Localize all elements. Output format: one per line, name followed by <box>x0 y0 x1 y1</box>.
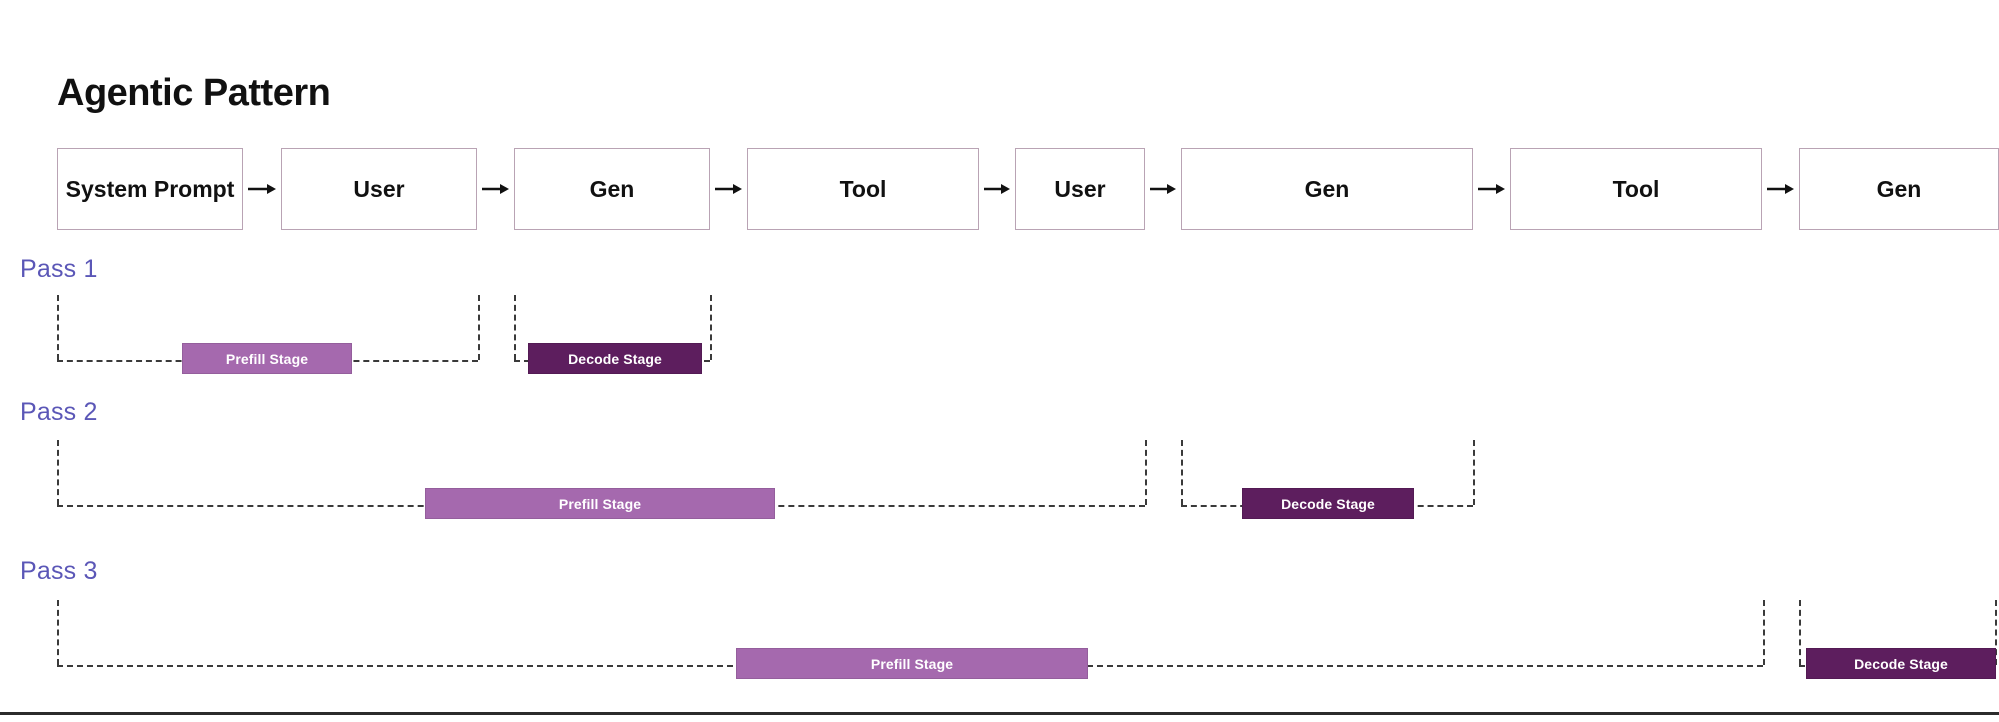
sequence-box-label: Tool <box>1612 175 1660 202</box>
arrow-right-icon <box>1478 184 1505 194</box>
pass-label-1: Pass 1 <box>20 255 98 283</box>
sequence-box-system-prompt-0[interactable]: System Prompt <box>57 148 243 230</box>
sequence-box-gen-7[interactable]: Gen <box>1799 148 1999 230</box>
bracket-pass-3-decode-right-tick <box>1995 600 1997 665</box>
bracket-pass-1-prefill-right-tick <box>478 295 480 360</box>
bracket-pass-2-decode-right-tick <box>1473 440 1475 505</box>
sequence-box-label: Gen <box>1304 175 1350 202</box>
stage-bar-label: Prefill Stage <box>870 655 954 672</box>
arrow-right-icon <box>984 184 1010 194</box>
stage-bar-label: Prefill Stage <box>225 350 309 367</box>
sequence-box-user-1[interactable]: User <box>281 148 477 230</box>
bracket-pass-2-decode-left-tick <box>1181 440 1183 505</box>
sequence-box-label: Tool <box>839 175 887 202</box>
sequence-box-tool-3[interactable]: Tool <box>747 148 979 230</box>
stage-bar-label: Decode Stage <box>1281 495 1375 512</box>
stage-bar-prefill-pass-1[interactable]: Prefill Stage <box>182 343 352 374</box>
sequence-row: System Prompt User Gen Tool User Gen Tool Gen <box>0 148 1999 232</box>
sequence-box-user-4[interactable]: User <box>1015 148 1145 230</box>
sequence-box-label: Gen <box>589 175 635 202</box>
stage-bar-label: Decode Stage <box>1854 655 1948 672</box>
bracket-pass-2-prefill-right-tick <box>1145 440 1147 505</box>
arrow-right-icon <box>482 184 509 194</box>
arrow-right-icon <box>1767 184 1794 194</box>
stage-bar-label: Prefill Stage <box>558 495 642 512</box>
sequence-box-label: User <box>1054 175 1106 202</box>
sequence-box-label: User <box>353 175 405 202</box>
arrow-right-icon <box>248 184 276 194</box>
bracket-pass-3-decode-left-tick <box>1799 600 1801 665</box>
stage-bar-decode-pass-2[interactable]: Decode Stage <box>1242 488 1414 519</box>
bracket-pass-2-prefill-left-tick <box>57 440 59 505</box>
stage-bar-prefill-pass-3[interactable]: Prefill Stage <box>736 648 1088 679</box>
stage-bar-decode-pass-1[interactable]: Decode Stage <box>528 343 702 374</box>
sequence-box-gen-5[interactable]: Gen <box>1181 148 1473 230</box>
pass-label-3: Pass 3 <box>20 557 98 585</box>
stage-bar-label: Decode Stage <box>568 350 662 367</box>
bracket-pass-3-prefill-right-tick <box>1763 600 1765 665</box>
pass-label-2: Pass 2 <box>20 398 98 426</box>
bracket-pass-1-prefill-left-tick <box>57 295 59 360</box>
sequence-box-label: Gen <box>1876 175 1922 202</box>
sequence-box-tool-6[interactable]: Tool <box>1510 148 1762 230</box>
bracket-pass-1-decode-right-tick <box>710 295 712 360</box>
sequence-box-label: System Prompt <box>65 175 235 202</box>
arrow-right-icon <box>715 184 742 194</box>
page-title: Agentic Pattern <box>57 72 331 114</box>
sequence-box-gen-2[interactable]: Gen <box>514 148 710 230</box>
bracket-pass-1-decode-left-tick <box>514 295 516 360</box>
bottom-divider <box>0 712 1999 715</box>
stage-bar-prefill-pass-2[interactable]: Prefill Stage <box>425 488 775 519</box>
bracket-pass-3-prefill-left-tick <box>57 600 59 665</box>
arrow-right-icon <box>1150 184 1176 194</box>
stage-bar-decode-pass-3[interactable]: Decode Stage <box>1806 648 1996 679</box>
